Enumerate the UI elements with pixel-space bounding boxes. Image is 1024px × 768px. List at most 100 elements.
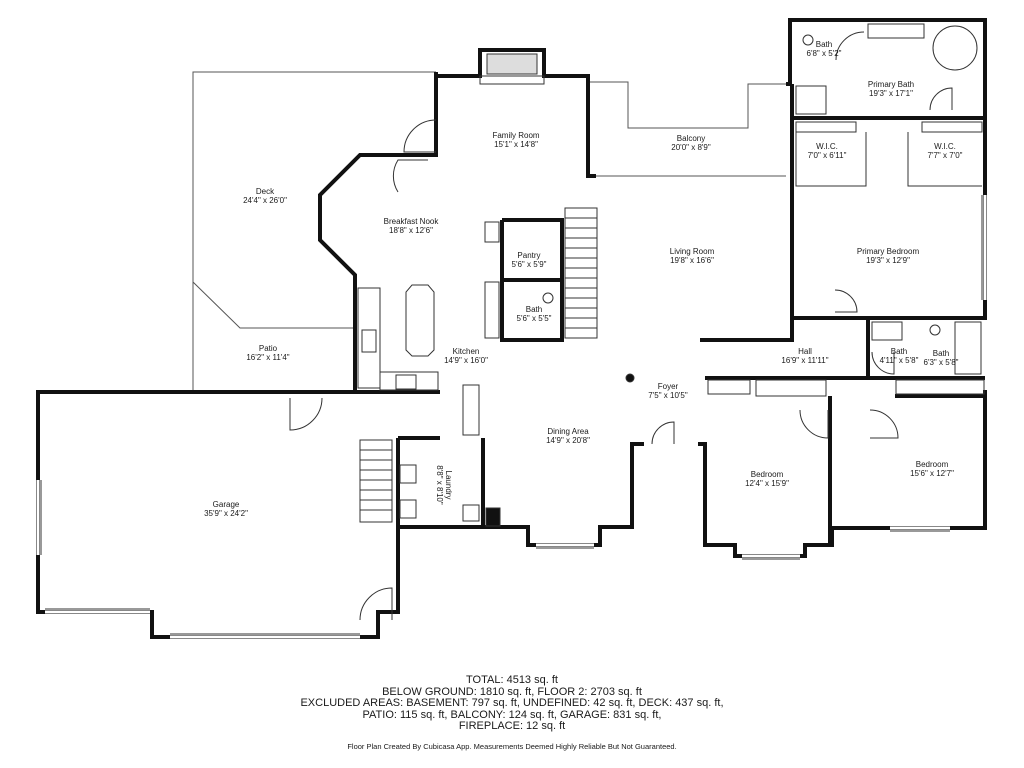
tub-b [954, 321, 982, 375]
door-bath-a [871, 351, 895, 375]
wic2-shelf [921, 121, 983, 133]
laundry-sink [462, 504, 480, 522]
room-bath-top-dim: 6'8" x 5'2" [806, 49, 842, 58]
room-bath-small: Bath 5'6" x 5'5" [517, 305, 552, 323]
room-deck-name: Deck [255, 187, 275, 196]
pantry-shelf [484, 221, 500, 243]
room-bath-b-dim: 6'3" x 5'8" [923, 358, 959, 367]
room-dining-dim: 14'9" x 20'8" [546, 436, 590, 445]
vanity-a [871, 321, 903, 341]
room-living-dim: 19'8" x 16'6" [670, 256, 714, 265]
foyer-light [625, 373, 635, 383]
door-patio [289, 397, 323, 431]
room-bedroom2: Bedroom 15'6" x 12'7" [910, 460, 954, 478]
room-laundry: Laundry 8'8" x 8'10" [435, 465, 453, 504]
room-hall-dim: 16'9" x 11'11" [781, 356, 829, 365]
floor-plan [36, 18, 987, 639]
deck-diagonal [192, 281, 355, 329]
totals-line-2: BELOW GROUND: 1810 sq. ft, FLOOR 2: 2703… [382, 685, 642, 698]
totals-line-3: EXCLUDED AREAS: BASEMENT: 797 sq. ft, UN… [300, 697, 724, 710]
room-laundry-name: Laundry [444, 470, 453, 500]
room-bath-a: Bath 4'11" x 5'8" [880, 347, 919, 365]
closet-bed1b [755, 379, 827, 397]
stairs-garage [359, 439, 393, 523]
room-garage-name: Garage [212, 500, 240, 509]
room-bedroom1-dim: 12'4" x 15'9" [745, 479, 789, 488]
wic2-wall [907, 132, 982, 187]
laundry-cabinet [462, 384, 480, 436]
room-kitchen-dim: 14'9" x 16'0" [444, 356, 488, 365]
room-balcony-dim: 20'0" x 8'9" [671, 143, 711, 152]
kitchen-island [405, 284, 435, 357]
wall-hall [700, 318, 794, 342]
room-nook: Breakfast Nook 18'8" x 12'6" [384, 217, 439, 235]
room-family-name: Family Room [492, 131, 540, 140]
stairs-main [564, 207, 598, 339]
room-wic2-name: W.I.C. [934, 142, 956, 151]
hearth [479, 75, 545, 85]
room-bedroom1-name: Bedroom [750, 470, 784, 479]
door-primary-bath2 [929, 87, 953, 111]
totals-line-5: FIREPLACE: 12 sq. ft [458, 720, 566, 733]
room-primary-bed-dim: 19'3" x 12'9" [866, 256, 910, 265]
door-family [403, 119, 437, 153]
room-balcony: Balcony 20'0" x 8'9" [671, 134, 710, 152]
wall-family [318, 72, 438, 392]
room-dining: Dining Area 14'9" x 20'8" [546, 427, 590, 445]
room-bath-small-dim: 5'6" x 5'5" [516, 314, 552, 323]
room-primary-bed-name: Primary Bedroom [856, 247, 920, 256]
room-pantry-dim: 5'6" x 5'9" [511, 260, 547, 269]
room-bath-b-name: Bath [932, 349, 950, 358]
room-bedroom1: Bedroom 12'4" x 15'9" [745, 470, 789, 488]
wall-foyer [698, 390, 987, 558]
room-kitchen: Kitchen 14'9" x 16'0" [444, 347, 488, 365]
door-primary-bath [835, 31, 865, 61]
room-wic1-dim: 7'0" x 6'11" [807, 151, 847, 160]
room-bath-small-name: Bath [525, 305, 543, 314]
room-garage: Garage 35'9" x 24'2" [204, 500, 248, 518]
toilet-small [542, 292, 554, 304]
room-primary-bed: Primary Bedroom 19'3" x 12'9" [857, 247, 919, 265]
toilet-primary [802, 34, 814, 46]
area-totals: TOTAL: 4513 sq. ft BELOW GROUND: 1810 sq… [0, 674, 1024, 733]
room-living-name: Living Room [669, 247, 715, 256]
room-family-dim: 15'1" x 14'8" [494, 140, 538, 149]
room-laundry-dim: 8'8" x 8'10" [435, 465, 444, 505]
door-bed1 [799, 409, 829, 439]
room-bedroom2-name: Bedroom [915, 460, 949, 469]
counter-left [357, 287, 381, 389]
room-kitchen-name: Kitchen [452, 347, 480, 356]
shower [795, 85, 827, 115]
room-bedroom2-dim: 15'6" x 12'7" [910, 469, 954, 478]
washer [399, 464, 417, 484]
dryer [399, 499, 417, 519]
room-wic1: W.I.C. 7'0" x 6'11" [808, 142, 847, 160]
wall-family-top [436, 48, 596, 178]
room-wic1-name: W.I.C. [816, 142, 838, 151]
vanity-primary [867, 23, 925, 39]
room-family: Family Room 15'1" x 14'8" [492, 131, 539, 149]
counter-bottom [379, 371, 439, 391]
room-wic2: W.I.C. 7'7" x 7'0" [928, 142, 963, 160]
room-foyer-name: Foyer [657, 382, 679, 391]
room-foyer-dim: 7'5" x 10'5" [648, 391, 688, 400]
details [36, 23, 987, 639]
water-heater [485, 507, 501, 527]
totals-line-1: TOTAL: 4513 sq. ft [466, 674, 558, 686]
room-hall-name: Hall [798, 347, 812, 356]
room-deck: Deck 24'4" x 26'0" [243, 187, 287, 205]
fireplace [486, 53, 538, 75]
wall-pantry [500, 218, 564, 342]
door-hall [834, 289, 858, 313]
room-nook-name: Breakfast Nook [383, 217, 439, 226]
balcony-outline [590, 81, 786, 129]
totals-line-4: PATIO: 115 sq. ft, BALCONY: 124 sq. ft, … [362, 708, 662, 721]
room-bath-a-dim: 4'11" x 5'8" [879, 356, 919, 365]
door-garage [359, 587, 393, 621]
sink [361, 329, 377, 353]
room-deck-dim: 24'4" x 26'0" [243, 196, 287, 205]
door-foyer [651, 421, 675, 445]
wic1-wall [795, 132, 867, 187]
bath-vanity [484, 281, 500, 339]
wic1-shelf [795, 121, 857, 133]
